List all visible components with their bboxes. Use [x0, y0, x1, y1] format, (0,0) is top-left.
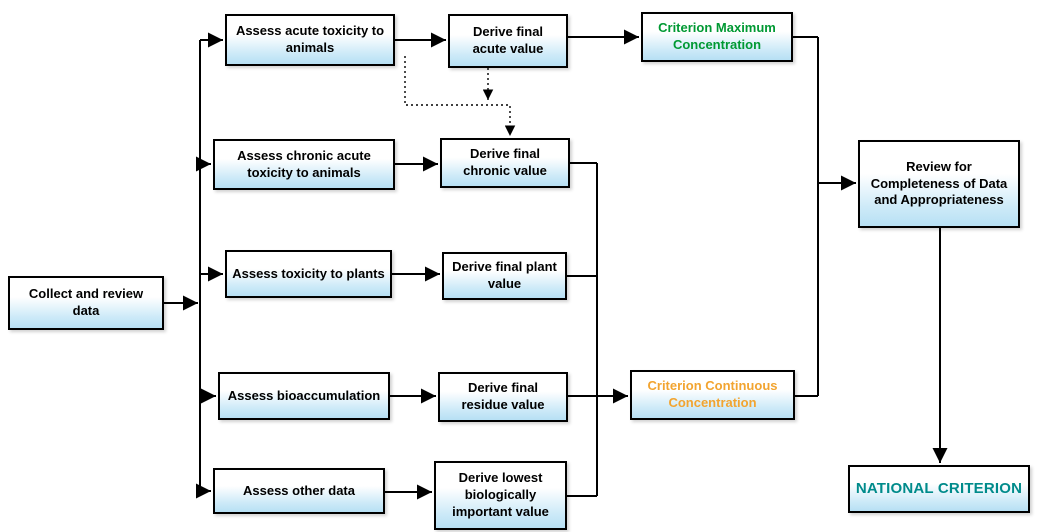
connector-dotted-acute-to-derive-chronic [404, 56, 516, 136]
node-assess-acute-toxicity-animals: Assess acute toxicity to animals [225, 14, 395, 66]
node-label: Derive lowest biologically important val… [452, 470, 549, 519]
node-label: Assess bioaccumulation [227, 387, 381, 403]
node-review-for-completeness: Review for Completeness of Data and Appr… [858, 140, 1020, 228]
node-label: Criterion Continuous Concentration [647, 378, 778, 410]
node-derive-final-acute-value: Derive final acute value [448, 14, 568, 68]
node-assess-chronic-toxicity-animals: Assess chronic acute toxicity to animals [213, 139, 395, 190]
node-derive-final-chronic-value: Derive final chronic value [440, 138, 570, 188]
node-national-criterion: NATIONAL CRITERION [848, 465, 1030, 513]
node-derive-lowest-biologically-important-value: Derive lowest biologically important val… [434, 461, 567, 530]
node-label: Assess acute toxicity to animals [235, 23, 385, 55]
node-derive-final-residue-value: Derive final residue value [438, 372, 568, 422]
node-collect-and-review-data: Collect and review data [8, 276, 164, 330]
node-label: NATIONAL CRITERION [855, 480, 1023, 498]
node-derive-final-plant-value: Derive final plant value [442, 252, 567, 300]
node-label: Review for Completeness of Data and Appr… [870, 158, 1008, 208]
node-assess-toxicity-plants: Assess toxicity to plants [225, 250, 392, 298]
node-label: Assess other data [243, 482, 355, 498]
node-label: Assess toxicity to plants [232, 265, 385, 281]
node-label: Derive final plant value [452, 259, 557, 291]
node-label: Assess chronic acute toxicity to animals [237, 147, 371, 180]
node-label: Derive final chronic value [463, 146, 547, 178]
node-assess-bioaccumulation: Assess bioaccumulation [218, 372, 390, 420]
node-criterion-continuous-concentration: Criterion Continuous Concentration [630, 370, 795, 420]
node-assess-other-data: Assess other data [213, 468, 385, 514]
node-label: Criterion Maximum Concentration [658, 20, 776, 52]
node-label: Collect and review data [28, 286, 144, 318]
node-criterion-maximum-concentration: Criterion Maximum Concentration [641, 12, 793, 62]
node-label: Derive final acute value [472, 24, 544, 56]
node-label: Derive final residue value [461, 380, 545, 412]
